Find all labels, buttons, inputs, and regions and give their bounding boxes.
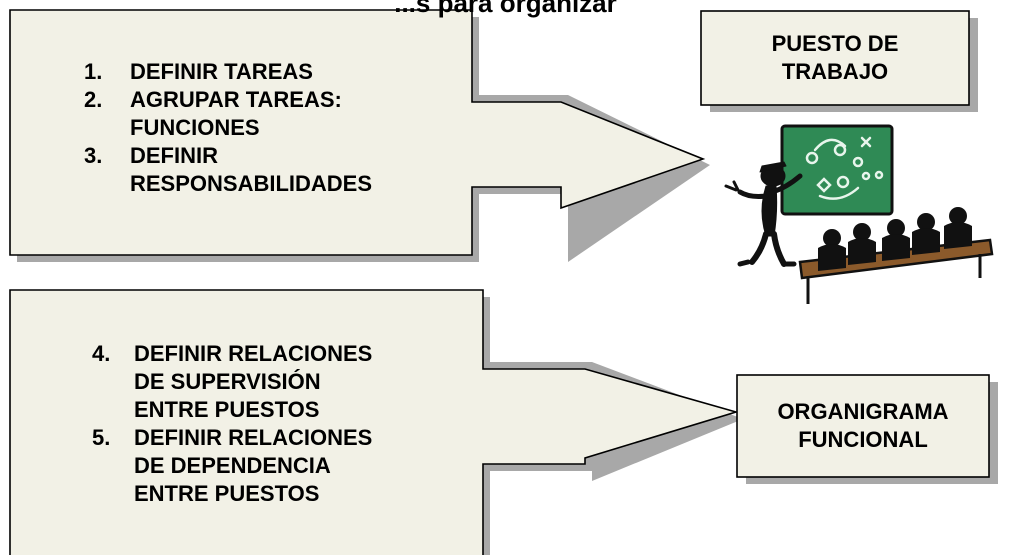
step-text: RESPONSABILIDADES: [130, 171, 373, 196]
step-item: 2. AGRUPAR TAREAS: FUNCIONES: [84, 86, 464, 142]
step-number: 4.: [92, 341, 111, 366]
step-text: AGRUPAR TAREAS:: [130, 87, 342, 112]
step-number: 5.: [92, 425, 111, 450]
step-text: DEFINIR RELACIONES: [134, 425, 373, 450]
step-item: 4. DEFINIR RELACIONES DE SUPERVISIÓN ENT…: [92, 340, 472, 424]
step-number: 2.: [84, 87, 103, 112]
organigrama-line: ORGANIGRAMA: [777, 399, 949, 424]
step-text: DE SUPERVISIÓN: [134, 369, 321, 394]
step-item: 5. DEFINIR RELACIONES DE DEPENDENCIA ENT…: [92, 424, 472, 508]
step-item: 1. DEFINIR TAREAS: [84, 58, 464, 86]
teacher-chalkboard-clipart-icon: [724, 124, 994, 304]
puesto-line: PUESTO DE: [771, 31, 899, 56]
puesto-box: [700, 10, 970, 106]
step-number: 3.: [84, 143, 103, 168]
step-text: ENTRE PUESTOS: [134, 397, 320, 422]
step-text: DE DEPENDENCIA: [134, 453, 331, 478]
top-step-list: 1. DEFINIR TAREAS 2. AGRUPAR TAREAS: FUN…: [84, 58, 464, 198]
bottom-step-list: 4. DEFINIR RELACIONES DE SUPERVISIÓN ENT…: [92, 340, 472, 508]
step-item: 3. DEFINIR RESPONSABILIDADES: [84, 142, 464, 198]
step-text: DEFINIR TAREAS: [130, 59, 313, 84]
puesto-line: TRABAJO: [781, 59, 889, 84]
top-arrow: [9, 9, 706, 256]
organigrama-box: [736, 374, 990, 478]
puesto-de-trabajo-label: PUESTO DE TRABAJO: [701, 11, 969, 105]
bottom-arrow: [9, 289, 739, 555]
step-number: 1.: [84, 59, 103, 84]
slide-title: ...s para organizar: [394, 0, 617, 18]
step-text: FUNCIONES: [130, 115, 260, 140]
step-text: DEFINIR: [130, 143, 218, 168]
organigrama-funcional-label: ORGANIGRAMA FUNCIONAL: [737, 375, 989, 477]
organigrama-line: FUNCIONAL: [798, 427, 928, 452]
step-text: DEFINIR RELACIONES: [134, 341, 373, 366]
step-text: ENTRE PUESTOS: [134, 481, 320, 506]
